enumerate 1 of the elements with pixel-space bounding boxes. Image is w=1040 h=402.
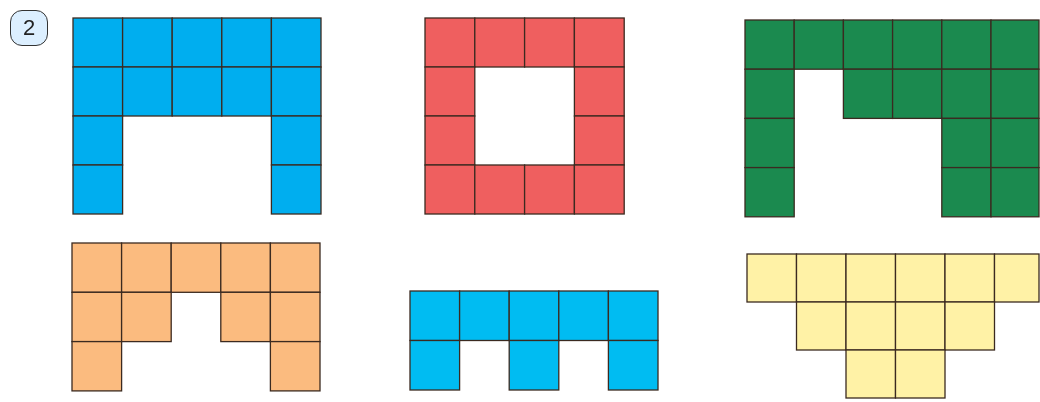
number-badge: 2 xyxy=(10,10,48,46)
